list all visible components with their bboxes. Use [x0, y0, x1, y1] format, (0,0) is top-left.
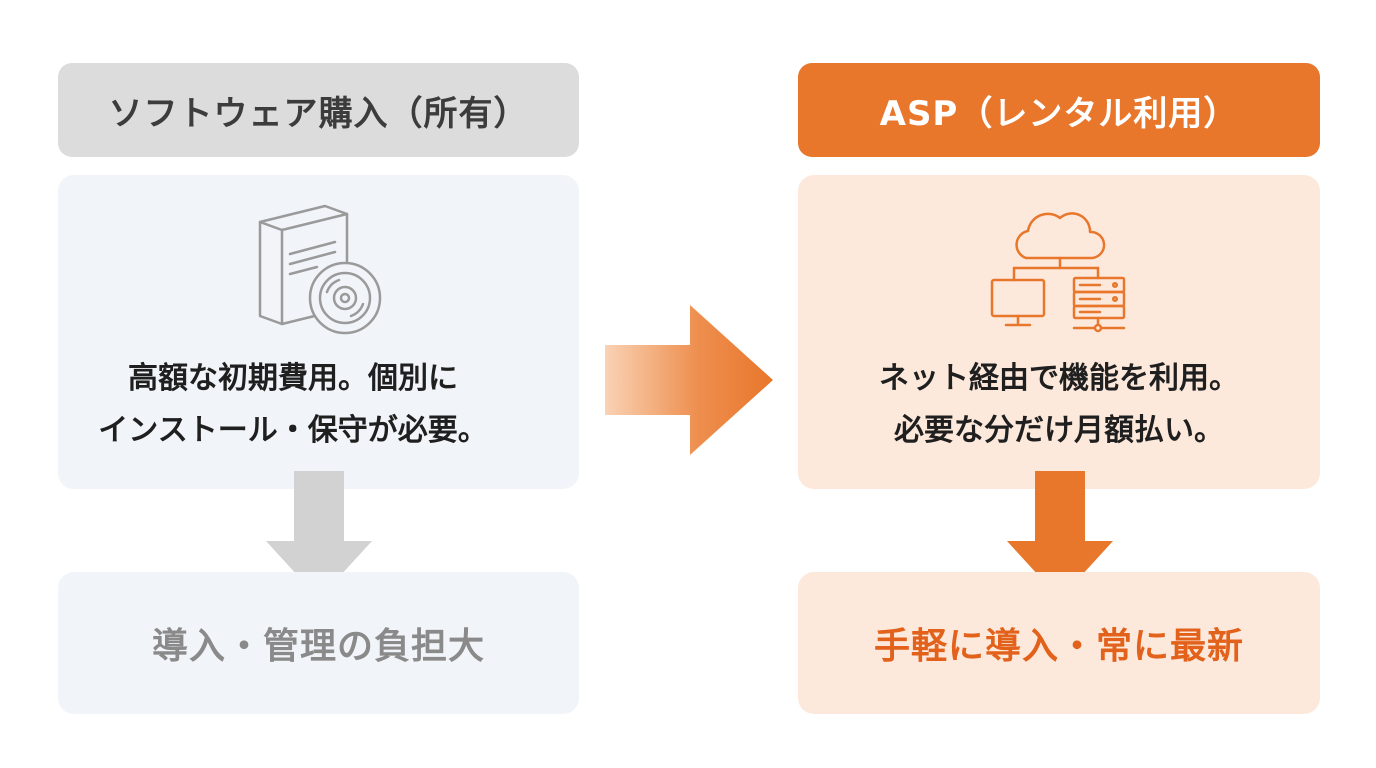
software-purchase-result: 導入・管理の負担大 — [58, 572, 579, 714]
asp-header: ASP（レンタル利用） — [798, 63, 1320, 157]
asp-result: 手軽に導入・常に最新 — [798, 572, 1320, 714]
down-arrow-gray-icon — [266, 471, 372, 599]
asp-description-line-1: ネット経由で機能を利用。 — [879, 361, 1239, 396]
asp-description: ネット経由で機能を利用。 必要な分だけ月額払い。 — [798, 353, 1320, 457]
software-box-disc-icon — [258, 204, 382, 335]
software-purchase-description: 高額な初期費用。個別に インストール・保守が必要。 — [58, 353, 528, 457]
software-purchase-description-line-1: 高額な初期費用。個別に — [128, 361, 458, 396]
cloud-computer-server-icon — [990, 212, 1126, 333]
asp-card — [798, 175, 1320, 489]
software-purchase-description-line-2: インストール・保守が必要。 — [98, 413, 488, 448]
asp-description-line-2: 必要な分だけ月額払い。 — [894, 413, 1224, 448]
software-purchase-header: ソフトウェア購入（所有） — [58, 63, 579, 157]
right-arrow-icon — [605, 305, 773, 455]
down-arrow-orange-icon — [1007, 471, 1113, 599]
